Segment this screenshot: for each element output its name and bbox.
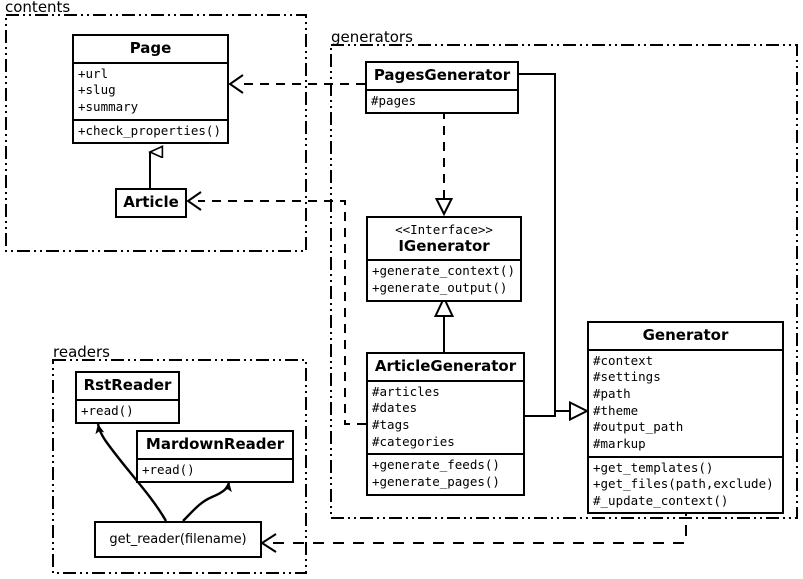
- dependency-arrowhead-article: [186, 191, 202, 211]
- class-name-igenerator: IGenerator: [398, 236, 490, 255]
- attribute-item: #output_path: [593, 419, 684, 435]
- class-operations-igenerator: +generate_context() +generate_output(): [368, 259, 520, 299]
- attribute-item: #path: [593, 386, 631, 402]
- attribute-item: #context: [593, 352, 654, 368]
- class-box-rst-reader[interactable]: RstReader +read(): [75, 371, 180, 425]
- class-operations-rst-reader: +read(): [77, 398, 178, 423]
- dependency-arrowhead-get-reader: [260, 533, 277, 553]
- class-box-article-generator[interactable]: ArticleGenerator #articles #dates #tags …: [366, 352, 525, 496]
- relation-articlegenerator-uses-article: [198, 200, 366, 425]
- class-operations-generator: +get_templates() +get_files(path,exclude…: [589, 455, 782, 513]
- class-operations-article-generator: +generate_feeds() +generate_pages(): [368, 453, 523, 493]
- function-box-get-reader[interactable]: get_reader(filename): [94, 521, 262, 558]
- class-box-mardown-reader[interactable]: MardownReader +read(): [136, 430, 294, 484]
- operation-item: +generate_context(): [372, 263, 515, 279]
- dependency-arrowhead-page: [228, 74, 244, 94]
- class-attributes-pages-generator: #pages: [367, 88, 517, 113]
- class-stereotype-igenerator: <<Interface>>: [395, 222, 493, 237]
- operation-item: +read(): [142, 461, 195, 477]
- operation-item: +generate_pages(): [372, 473, 500, 489]
- relation-pagesgenerator-extends-generator: [519, 73, 571, 412]
- operation-item: +generate_output(): [372, 280, 508, 296]
- attribute-item: +slug: [78, 82, 116, 98]
- class-box-generator[interactable]: Generator #context #settings #path #them…: [587, 321, 784, 515]
- class-title-article-generator: ArticleGenerator: [374, 357, 517, 375]
- class-title-article: Article: [123, 193, 179, 211]
- class-attributes-page: +url +slug +summary: [74, 61, 227, 119]
- class-box-igenerator[interactable]: <<Interface>> IGenerator +generate_conte…: [366, 216, 522, 302]
- operation-item: +get_templates(): [593, 459, 714, 475]
- class-attributes-article-generator: #articles #dates #tags #categories: [368, 379, 523, 454]
- class-operations-page: +check_properties(): [74, 118, 227, 143]
- attribute-item: #theme: [593, 402, 639, 418]
- operation-item: +read(): [81, 402, 134, 418]
- class-attributes-generator: #context #settings #path #theme #output_…: [589, 348, 782, 456]
- relation-articlegenerator-extends-generator: [525, 411, 556, 417]
- attribute-item: #markup: [593, 435, 646, 451]
- class-title-pages-generator: PagesGenerator: [373, 66, 511, 84]
- class-title-page: Page: [129, 39, 172, 57]
- class-box-article[interactable]: Article: [115, 188, 187, 218]
- operation-item: +get_files(path,exclude): [593, 476, 774, 492]
- generalization-arrowhead-generator: [569, 400, 590, 422]
- class-box-pages-generator[interactable]: PagesGenerator #pages: [365, 61, 519, 115]
- package-label-contents: contents: [5, 0, 71, 16]
- attribute-item: +url: [78, 65, 109, 81]
- package-label-readers: readers: [53, 343, 110, 361]
- relation-get-reader-returns-mardownreader: [182, 481, 232, 522]
- realization-arrowhead-igenerator: [434, 198, 454, 217]
- package-label-generators: generators: [331, 28, 413, 46]
- operation-item: +generate_feeds(): [372, 457, 500, 473]
- operation-item: +check_properties(): [78, 122, 221, 138]
- operation-item: #_update_context(): [593, 492, 729, 508]
- attribute-item: #dates: [372, 400, 418, 416]
- class-operations-mardown-reader: +read(): [138, 457, 292, 482]
- class-title-rst-reader: RstReader: [83, 376, 172, 394]
- function-label-get-reader: get_reader(filename): [109, 532, 247, 547]
- class-title-mardown-reader: MardownReader: [145, 435, 285, 453]
- attribute-item: +summary: [78, 99, 139, 115]
- class-box-page[interactable]: Page +url +slug +summary +check_properti…: [72, 34, 229, 145]
- attribute-item: #settings: [593, 369, 661, 385]
- class-title-generator: Generator: [642, 326, 729, 344]
- attribute-item: #tags: [372, 417, 410, 433]
- attribute-item: #categories: [372, 433, 455, 449]
- attribute-item: #pages: [371, 92, 417, 108]
- attribute-item: #articles: [372, 383, 440, 399]
- class-title-igenerator: <<Interface>> IGenerator: [368, 218, 520, 259]
